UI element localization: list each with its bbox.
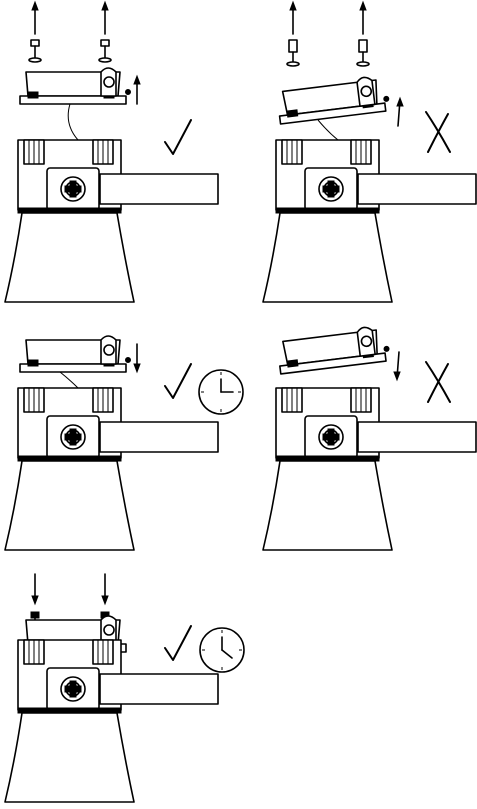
side-up-arrow xyxy=(133,74,141,105)
up-arrow-right xyxy=(359,0,367,35)
cover xyxy=(19,67,132,105)
cover-tilted xyxy=(275,323,392,375)
clock-icon xyxy=(199,627,245,673)
panel-step-3-correct xyxy=(4,573,245,803)
down-arrow-left xyxy=(31,573,39,606)
horn-body xyxy=(4,387,219,551)
down-arrow-right xyxy=(101,573,109,606)
check-mark xyxy=(164,119,192,155)
wire xyxy=(59,371,79,389)
panel-step-1-correct xyxy=(4,0,219,303)
side-up-arrow xyxy=(396,96,404,127)
screw-left xyxy=(28,39,42,63)
wire xyxy=(67,103,79,141)
panel-step-1-wrong xyxy=(262,0,477,303)
cross-mark xyxy=(425,361,451,403)
side-down-arrow xyxy=(133,343,141,374)
up-arrow-right xyxy=(101,0,109,35)
horn-body xyxy=(4,639,219,803)
horn-body xyxy=(262,139,477,303)
panel-step-2-correct xyxy=(4,335,244,551)
up-arrow-left xyxy=(31,0,39,35)
screw-right xyxy=(356,39,370,67)
clock-icon xyxy=(198,369,244,415)
check-mark xyxy=(164,625,192,661)
cover-tilted xyxy=(275,73,392,125)
up-arrow-left xyxy=(289,0,297,35)
screw-right xyxy=(98,39,112,63)
cover xyxy=(19,335,132,373)
check-mark xyxy=(164,363,192,399)
panel-step-2-wrong xyxy=(262,323,477,551)
horn-body xyxy=(262,387,477,551)
wire xyxy=(317,119,339,141)
horn-body xyxy=(4,139,219,303)
side-down-arrow xyxy=(393,351,401,382)
cross-mark xyxy=(425,111,451,153)
screw-left xyxy=(286,39,300,67)
